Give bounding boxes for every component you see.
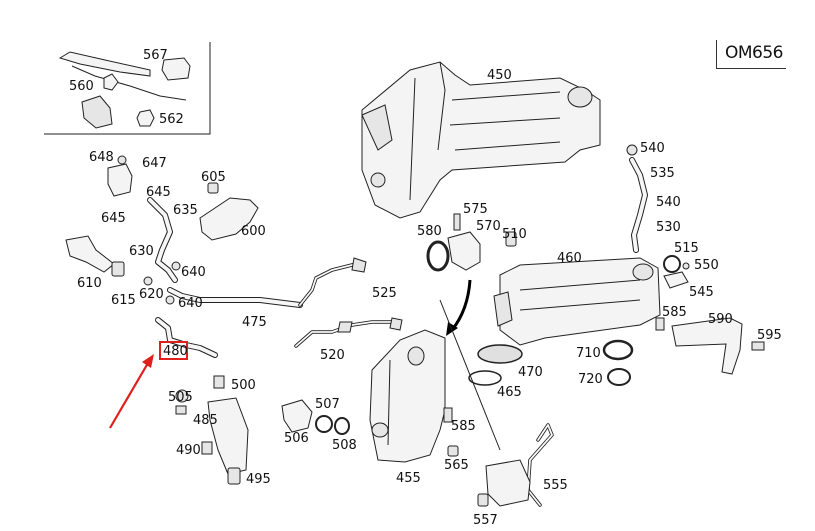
label-545: 545 — [689, 285, 714, 300]
label-635: 635 — [173, 203, 198, 218]
label-575: 575 — [463, 202, 488, 217]
label-630: 630 — [129, 244, 154, 259]
label-562: 562 — [159, 112, 184, 127]
component-455 — [369, 329, 446, 463]
label-555: 555 — [543, 478, 568, 493]
component-450 — [361, 61, 601, 219]
label-510: 510 — [502, 227, 527, 242]
label-505: 505 — [168, 390, 193, 405]
part-labels: 450 460 455 540 535 540 530 515 550 545 … — [69, 48, 782, 528]
label-590: 590 — [708, 312, 733, 327]
label-557: 557 — [473, 513, 498, 528]
label-565: 565 — [444, 458, 469, 473]
label-475: 475 — [242, 315, 267, 330]
small-parts — [65, 144, 765, 507]
label-645-top: 645 — [146, 185, 171, 200]
label-645-left: 645 — [101, 211, 126, 226]
flow-arrow — [446, 279, 472, 336]
highlighted-part-480[interactable]: 480 — [159, 341, 188, 360]
label-455: 455 — [396, 471, 421, 486]
label-470: 470 — [518, 365, 543, 380]
label-620: 620 — [139, 287, 164, 302]
label-535: 535 — [650, 166, 675, 181]
label-520: 520 — [320, 348, 345, 363]
model-code-label: OM656 — [716, 40, 786, 69]
label-485: 485 — [193, 413, 218, 428]
label-600: 600 — [241, 224, 266, 239]
label-720: 720 — [578, 372, 603, 387]
label-525: 525 — [372, 286, 397, 301]
red-pointer-arrow — [109, 354, 154, 429]
label-507: 507 — [315, 397, 340, 412]
label-640-top: 640 — [181, 265, 206, 280]
label-540-top: 540 — [640, 141, 665, 156]
exhaust-pipes — [147, 157, 648, 358]
component-460 — [493, 257, 661, 346]
label-515: 515 — [674, 241, 699, 256]
label-500: 500 — [231, 378, 256, 393]
label-495: 495 — [246, 472, 271, 487]
label-640-bot: 640 — [178, 296, 203, 311]
label-530: 530 — [656, 220, 681, 235]
label-450: 450 — [487, 68, 512, 83]
label-585-cat: 585 — [451, 419, 476, 434]
label-506: 506 — [284, 431, 309, 446]
label-550: 550 — [694, 258, 719, 273]
label-580: 580 — [417, 224, 442, 239]
label-647: 647 — [142, 156, 167, 171]
label-567: 567 — [143, 48, 168, 63]
label-610: 610 — [77, 276, 102, 291]
label-595: 595 — [757, 328, 782, 343]
label-465: 465 — [497, 385, 522, 400]
label-490: 490 — [176, 443, 201, 458]
label-648: 648 — [89, 150, 114, 165]
label-585-right: 585 — [662, 305, 687, 320]
label-508: 508 — [332, 438, 357, 453]
label-460: 460 — [557, 251, 582, 266]
inset-box — [44, 42, 211, 135]
label-710: 710 — [576, 346, 601, 361]
label-570: 570 — [476, 219, 501, 234]
label-615: 615 — [111, 293, 136, 308]
label-480: 480 — [163, 344, 188, 359]
label-560: 560 — [69, 79, 94, 94]
label-605: 605 — [201, 170, 226, 185]
label-540-mid: 540 — [656, 195, 681, 210]
